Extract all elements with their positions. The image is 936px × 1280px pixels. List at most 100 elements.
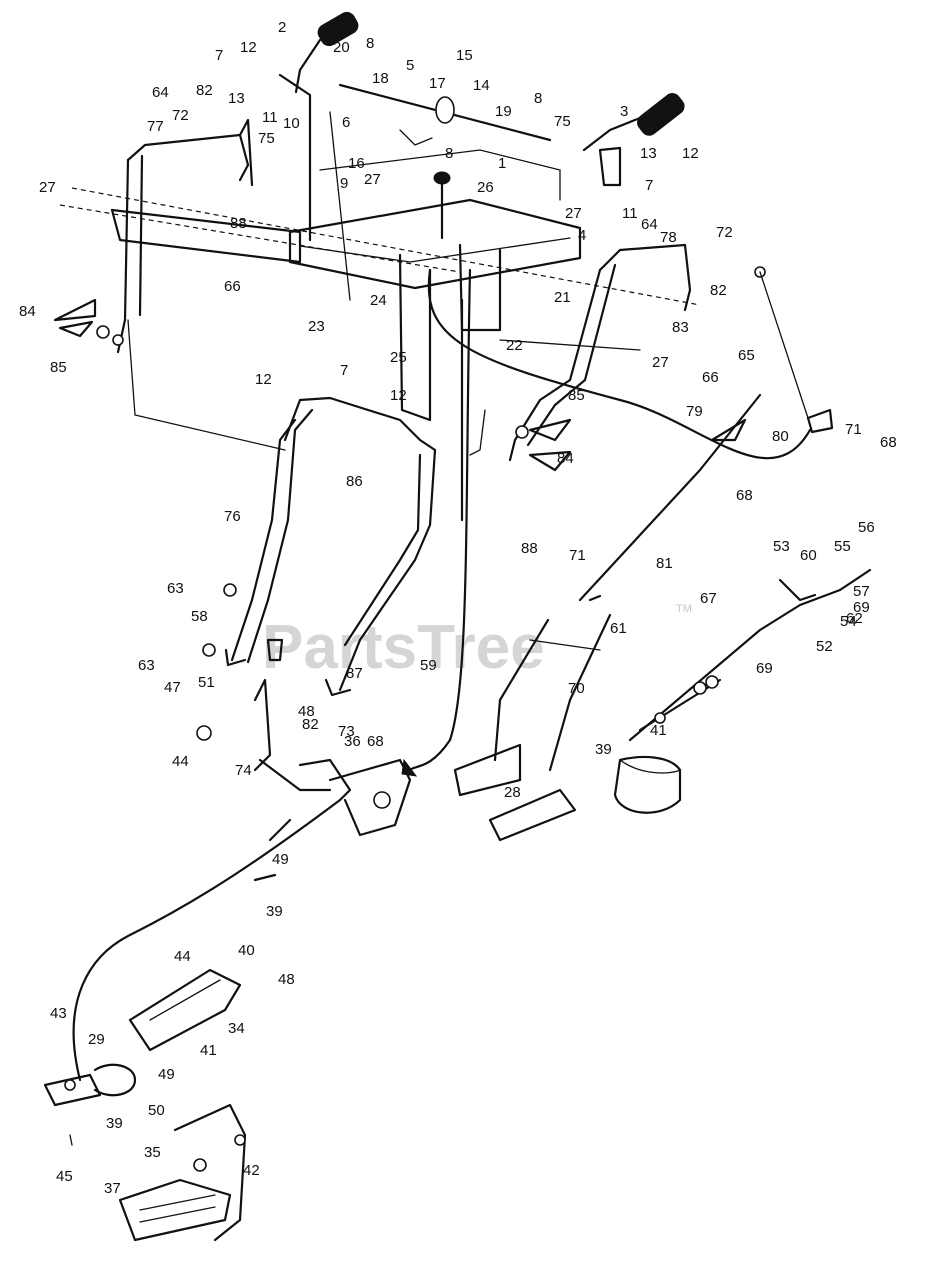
part-callout-label: 14 <box>473 77 490 94</box>
part-callout-label: 10 <box>283 115 300 132</box>
part-callout-label: 85 <box>50 359 67 376</box>
part-callout-label: 40 <box>238 942 255 959</box>
part-callout-label: 56 <box>858 519 875 536</box>
part-callout-label: 82 <box>302 716 319 733</box>
part-callout-label: 35 <box>144 1144 161 1161</box>
part-callout-label: 25 <box>390 349 407 366</box>
part-callout-label: 71 <box>845 421 862 438</box>
part-callout-label: 63 <box>167 580 184 597</box>
part-callout-label: 6 <box>342 114 350 131</box>
part-callout-label: 76 <box>224 508 241 525</box>
part-callout-label: 39 <box>595 741 612 758</box>
part-callout-label: 84 <box>19 303 36 320</box>
part-callout-label: 85 <box>568 387 585 404</box>
part-callout-label: 16 <box>348 155 365 172</box>
part-callout-label: 28 <box>504 784 521 801</box>
part-callout-label: 80 <box>772 428 789 445</box>
part-callout-label: 5 <box>406 57 414 74</box>
part-callout-label: 60 <box>800 547 817 564</box>
part-callout-label: 44 <box>172 753 189 770</box>
part-callout-label: 45 <box>56 1168 73 1185</box>
part-callout-label: 11 <box>262 109 278 126</box>
part-callout-label: 13 <box>228 90 245 107</box>
part-callout-label: 66 <box>224 278 241 295</box>
part-callout-label: 68 <box>736 487 753 504</box>
part-callout-label: 37 <box>104 1180 121 1197</box>
part-callout-label: 74 <box>235 762 252 779</box>
part-callout-label: 69 <box>756 660 773 677</box>
part-callout-label: 12 <box>390 387 407 404</box>
part-callout-label: 8 <box>366 35 374 52</box>
part-callout-label: 27 <box>565 205 582 222</box>
part-callout-label: 27 <box>364 171 381 188</box>
part-callout-label: 12 <box>240 39 257 56</box>
part-callout-label: 43 <box>50 1005 67 1022</box>
part-callout-label: 65 <box>738 347 755 364</box>
part-callout-label: 15 <box>456 47 473 64</box>
part-callout-label: 59 <box>420 657 437 674</box>
shift-linkage-right <box>578 266 834 602</box>
part-callout-label: 21 <box>554 289 571 306</box>
part-callout-label: 42 <box>243 1162 260 1179</box>
part-callout-label: 13 <box>640 145 657 162</box>
part-callout-label: 12 <box>682 145 699 162</box>
part-callout-label: 39 <box>106 1115 123 1132</box>
part-callout-label: 26 <box>477 179 494 196</box>
part-callout-label: 41 <box>200 1042 217 1059</box>
part-callout-label: 88 <box>521 540 538 557</box>
part-callout-label: 47 <box>164 679 181 696</box>
chute-rotation-assembly <box>613 568 872 814</box>
watermark-text: PartsTree <box>262 613 545 682</box>
part-callout-label: 54 <box>840 613 857 630</box>
part-callout-label: 63 <box>138 657 155 674</box>
part-callout-label: 7 <box>340 362 348 379</box>
part-callout-label: 79 <box>686 403 703 420</box>
part-callout-label: 71 <box>569 547 586 564</box>
lower-cable-end <box>43 1063 137 1146</box>
upper-handle-left <box>116 118 254 354</box>
part-callout-label: 22 <box>506 337 523 354</box>
part-callout-label: 88 <box>230 215 247 232</box>
part-callout-label: 64 <box>641 216 658 233</box>
part-callout-label: 67 <box>700 590 717 607</box>
part-callout-label: 86 <box>346 473 363 490</box>
part-callout-label: 20 <box>333 39 350 56</box>
part-callout-label: 9 <box>340 175 348 192</box>
part-callout-label: 68 <box>367 733 384 750</box>
part-callout-label: 82 <box>196 82 213 99</box>
part-callout-label: 82 <box>710 282 727 299</box>
part-callout-label: 52 <box>816 638 833 655</box>
part-callout-label: 48 <box>278 971 295 988</box>
part-callout-label: 84 <box>557 450 574 467</box>
part-callout-label: 11 <box>622 205 638 222</box>
part-callout-label: 27 <box>652 354 669 371</box>
part-callout-label: 53 <box>773 538 790 555</box>
part-callout-label: 19 <box>495 103 512 120</box>
auger-bracket <box>118 968 247 1242</box>
part-callout-label: 3 <box>620 103 628 120</box>
part-callout-label: 18 <box>372 70 389 87</box>
part-callout-label: 4 <box>578 227 586 244</box>
part-callout-label: 39 <box>266 903 283 920</box>
part-callout-label: 75 <box>258 130 275 147</box>
part-callout-label: 66 <box>702 369 719 386</box>
part-callout-label: 24 <box>370 292 387 309</box>
long-control-cable <box>72 798 342 1082</box>
part-callout-label: 23 <box>308 318 325 335</box>
control-cables <box>401 268 812 777</box>
part-callout-label: 72 <box>716 224 733 241</box>
shift-lever-assembly <box>278 11 685 242</box>
part-callout-label: 8 <box>445 145 453 162</box>
part-callout-label: 27 <box>39 179 56 196</box>
part-callout-label: 73 <box>338 723 355 740</box>
brackets-left <box>53 298 124 346</box>
part-callout-label: 50 <box>148 1102 165 1119</box>
part-callout-label: 8 <box>534 90 542 107</box>
part-callout-label: 1 <box>498 155 506 172</box>
part-callout-label: 49 <box>272 851 289 868</box>
part-callout-label: 2 <box>278 19 286 36</box>
lower-handle <box>224 396 437 697</box>
part-callout-label: 77 <box>147 118 164 135</box>
part-callout-label: 57 <box>853 583 870 600</box>
